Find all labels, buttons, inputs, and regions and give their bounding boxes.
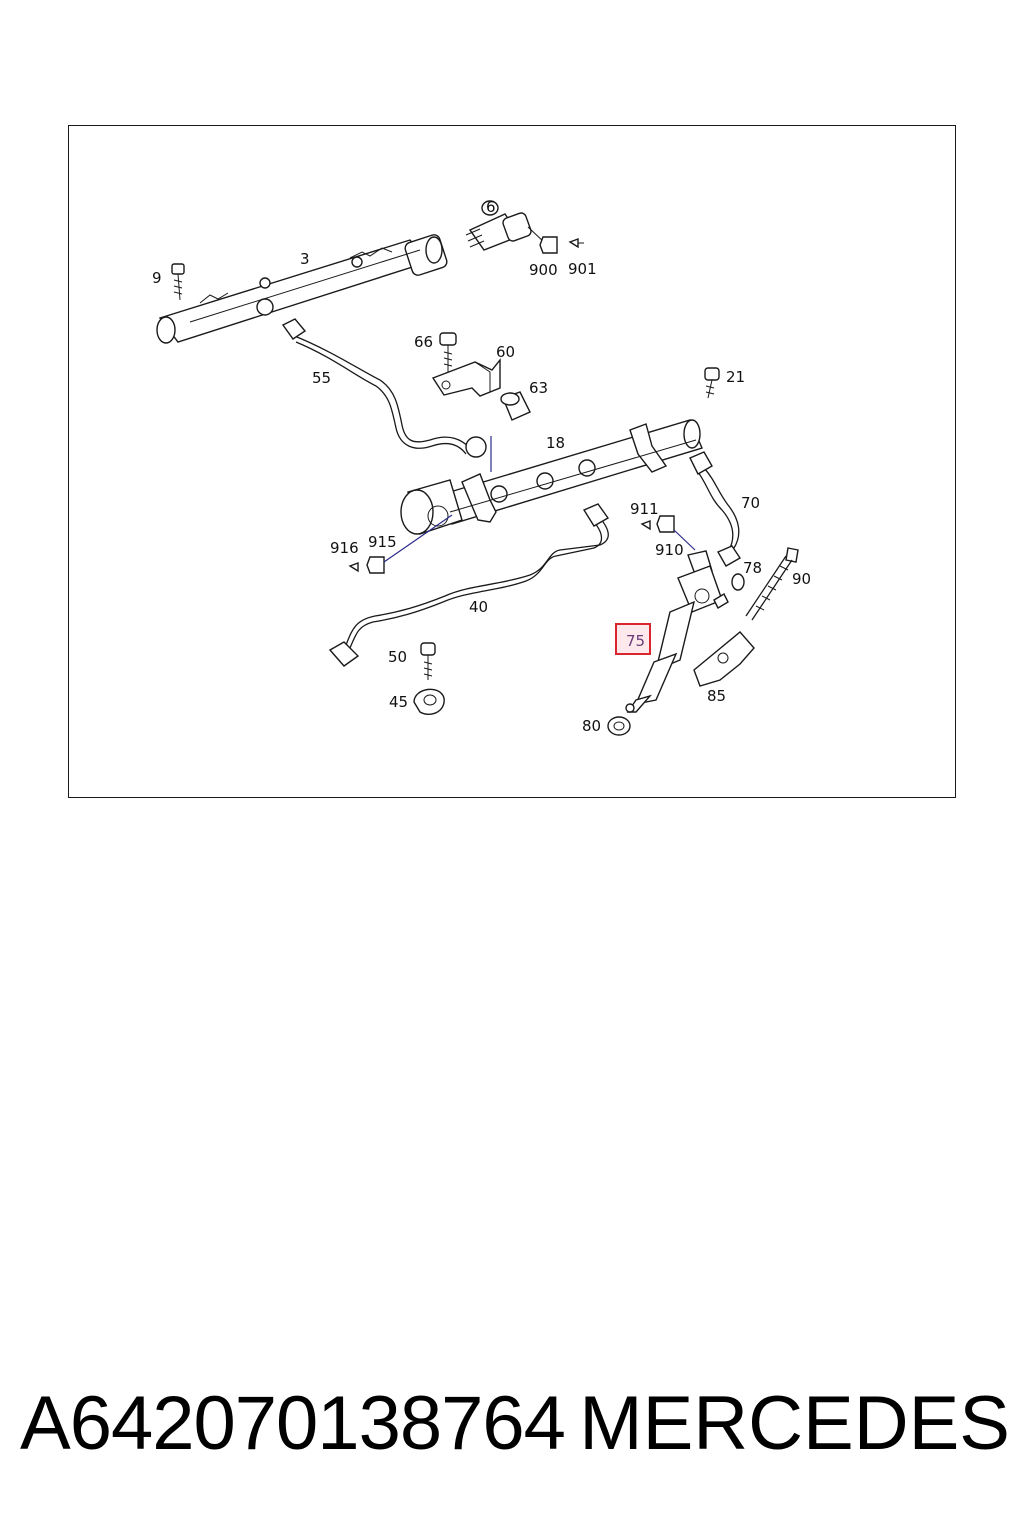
pipe-40[interactable]: [328, 503, 610, 667]
bolt-21[interactable]: [704, 367, 720, 399]
callout-900[interactable]: 900: [529, 261, 558, 279]
callout-3[interactable]: 3: [300, 250, 310, 268]
footer-caption: A642070138764 MERCEDES: [20, 1380, 1010, 1466]
callout-911[interactable]: 911: [630, 500, 659, 518]
clamp-claw-85[interactable]: [693, 631, 755, 687]
callout-55[interactable]: 55: [312, 369, 331, 387]
bolt-50[interactable]: [420, 642, 436, 680]
callout-90[interactable]: 90: [792, 570, 811, 588]
pipe-70[interactable]: [689, 451, 741, 567]
callout-9[interactable]: 9: [152, 269, 162, 287]
bolt-66[interactable]: [439, 332, 457, 372]
clip-916[interactable]: [348, 561, 359, 573]
callout-901[interactable]: 901: [568, 260, 597, 278]
callout-916[interactable]: 916: [330, 539, 359, 557]
bolt-9[interactable]: [171, 263, 185, 301]
grommet-63[interactable]: [500, 391, 531, 421]
callout-18[interactable]: 18: [546, 434, 565, 452]
clip-911[interactable]: [640, 519, 651, 531]
connector-910[interactable]: [656, 515, 696, 551]
connector-915[interactable]: [366, 514, 453, 574]
callout-63[interactable]: 63: [529, 379, 548, 397]
connector-900[interactable]: [527, 226, 558, 254]
callout-66[interactable]: 66: [414, 333, 433, 351]
upper-fuel-rail[interactable]: [156, 233, 448, 344]
callout-40[interactable]: 40: [469, 598, 488, 616]
callout-75[interactable]: 75: [626, 632, 645, 650]
clip-45[interactable]: [413, 688, 445, 716]
pipe-55[interactable]: [281, 318, 487, 458]
callout-80[interactable]: 80: [582, 717, 601, 735]
callout-6[interactable]: 6: [486, 198, 496, 216]
washer-78[interactable]: [731, 573, 745, 591]
injector-75[interactable]: [625, 550, 729, 713]
highlight-box-75: [615, 623, 651, 655]
bolt-90[interactable]: [745, 547, 799, 621]
exploded-parts-diagram: 3 6 9 900 901 66 60 63 55 21 18 70 911 9…: [152, 198, 811, 736]
callout-21[interactable]: 21: [726, 368, 745, 386]
callout-50[interactable]: 50: [388, 648, 407, 666]
brand-name: MERCEDES: [579, 1381, 1010, 1466]
callout-910[interactable]: 910: [655, 541, 684, 559]
part-number: A642070138764: [20, 1381, 566, 1466]
callout-915[interactable]: 915: [368, 533, 397, 551]
callout-78[interactable]: 78: [743, 559, 762, 577]
bracket-60[interactable]: [431, 358, 501, 397]
pressure-sensor-6[interactable]: [465, 200, 532, 251]
clip-901[interactable]: [568, 237, 584, 249]
callout-60[interactable]: 60: [496, 343, 515, 361]
callout-70[interactable]: 70: [741, 494, 760, 512]
callout-85[interactable]: 85: [707, 687, 726, 705]
callout-45[interactable]: 45: [389, 693, 408, 711]
lower-fuel-rail-18[interactable]: [400, 419, 703, 535]
washer-80[interactable]: [607, 716, 631, 736]
